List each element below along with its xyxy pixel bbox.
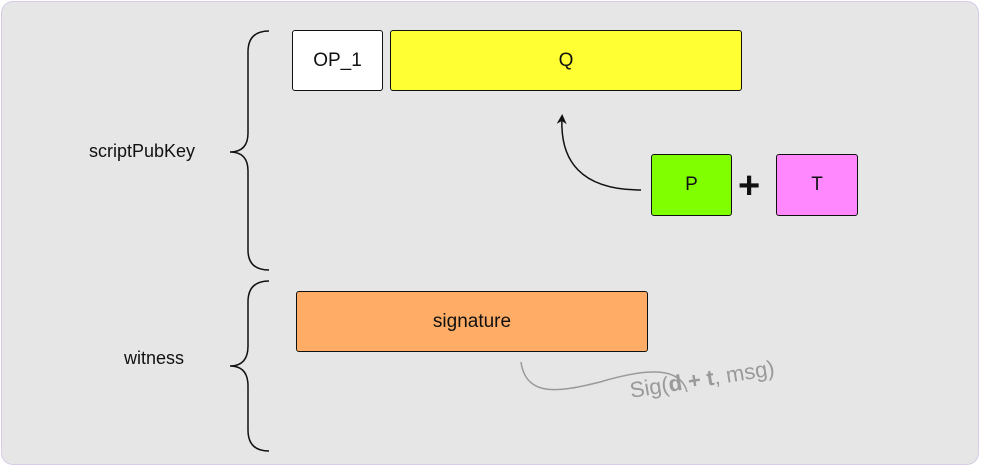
annotation-connector xyxy=(520,361,688,393)
p-box: P xyxy=(651,154,732,216)
signature-box: signature xyxy=(296,291,648,352)
scriptpubkey-label: scriptPubKey xyxy=(89,141,196,161)
q-box: Q xyxy=(390,30,742,91)
plus-sign: + xyxy=(738,165,761,207)
annotation-op: + xyxy=(679,366,709,395)
p-to-q-arrow xyxy=(556,114,642,191)
op1-box: OP_1 xyxy=(292,30,383,91)
witness-label: witness xyxy=(124,348,185,368)
scriptpubkey-brace xyxy=(229,30,270,271)
annotation-prefix: Sig( xyxy=(627,372,671,403)
witness-brace xyxy=(229,280,270,452)
t-box: T xyxy=(776,154,858,216)
